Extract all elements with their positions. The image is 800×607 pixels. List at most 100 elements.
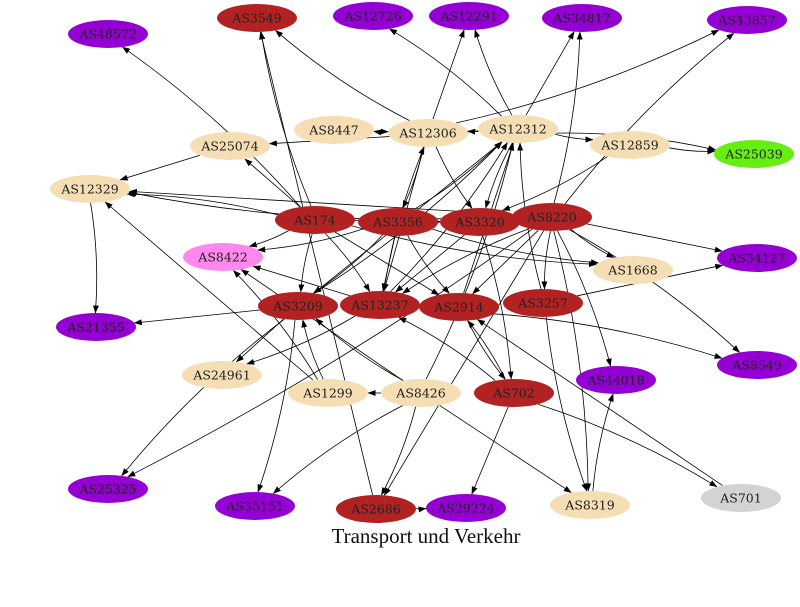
edge-AS8220-AS3257	[541, 230, 551, 290]
edge-AS174-AS2914	[334, 231, 440, 296]
edge-AS3356-AS3209	[312, 234, 383, 294]
node-as12859[interactable]: AS12859	[590, 131, 670, 159]
node-as8319[interactable]: AS8319	[550, 491, 630, 519]
edge-AS12329-AS21355	[90, 202, 99, 314]
node-label: AS44018	[586, 373, 644, 388]
node-as29224[interactable]: AS29224	[426, 494, 506, 522]
node-shape	[714, 140, 794, 168]
node-shape	[182, 361, 262, 389]
node-as48572[interactable]: AS48572	[68, 20, 148, 48]
edge-AS174-AS3549	[259, 31, 312, 207]
edge-AS3209-AS35151	[257, 319, 296, 493]
node-as8426[interactable]: AS8426	[381, 379, 461, 407]
node-as2686[interactable]: AS2686	[336, 495, 416, 523]
edge-AS13237-AS24961	[246, 315, 356, 365]
edge-AS12859-AS25039	[669, 147, 716, 155]
node-as34817[interactable]: AS34817	[542, 4, 622, 32]
node-as12329[interactable]: AS12329	[50, 175, 130, 203]
node-label: AS21355	[66, 320, 124, 335]
node-shape	[358, 208, 438, 236]
node-label: AS3356	[372, 215, 422, 230]
node-as8549[interactable]: AS8549	[717, 351, 797, 379]
node-shape	[336, 495, 416, 523]
node-label: AS25325	[78, 482, 136, 497]
node-as8422[interactable]: AS8422	[183, 243, 263, 271]
edge-AS8319-AS44018	[592, 393, 614, 492]
node-label: AS1299	[302, 386, 352, 401]
node-as1299[interactable]: AS1299	[288, 379, 368, 407]
node-as12726[interactable]: AS12726	[333, 2, 413, 30]
node-shape	[388, 119, 468, 147]
node-label: AS3549	[231, 11, 281, 26]
node-as25039[interactable]: AS25039	[714, 140, 794, 168]
node-label: AS8447	[308, 123, 358, 138]
node-as3356[interactable]: AS3356	[358, 208, 438, 236]
node-as21355[interactable]: AS21355	[56, 313, 136, 341]
edge-AS25074-AS12329	[119, 154, 201, 181]
node-shape	[512, 203, 592, 231]
edge-AS3209-AS25325	[121, 318, 285, 477]
edge-AS174-AS8422	[248, 230, 289, 248]
edge-AS8426-AS8319	[439, 405, 572, 493]
node-label: AS34817	[552, 11, 610, 26]
node-shape	[590, 131, 670, 159]
edge-AS8426-AS2686	[381, 406, 416, 496]
node-as43857[interactable]: AS43857	[707, 6, 787, 34]
node-as701[interactable]: AS701	[701, 484, 781, 512]
node-as12306[interactable]: AS12306	[388, 119, 468, 147]
node-shape	[381, 379, 461, 407]
node-as3320[interactable]: AS3320	[440, 208, 520, 236]
node-as3549[interactable]: AS3549	[217, 4, 297, 32]
edge-AS8220-AS34127	[586, 223, 723, 253]
node-as8220[interactable]: AS8220	[512, 203, 592, 231]
node-as13237[interactable]: AS13237	[340, 291, 420, 319]
edge-AS8220-AS25325	[127, 228, 533, 478]
edge-AS8426-AS3209	[315, 318, 404, 381]
node-as25074[interactable]: AS25074	[190, 132, 270, 160]
node-shape	[275, 206, 355, 234]
node-label: AS8426	[395, 386, 445, 401]
node-shape	[340, 291, 420, 319]
node-as24961[interactable]: AS24961	[182, 361, 262, 389]
node-label: AS701	[719, 491, 761, 506]
edge-AS3320-AS13237	[395, 234, 465, 293]
edge-AS702-AS13237	[398, 317, 496, 381]
node-shape	[68, 20, 148, 48]
node-as8447[interactable]: AS8447	[294, 116, 374, 144]
node-as12291[interactable]: AS12291	[429, 2, 509, 30]
edge-AS702-AS29224	[471, 406, 509, 495]
edge-AS8426-AS12312	[425, 142, 515, 380]
node-shape	[190, 132, 270, 160]
node-as34127[interactable]: AS34127	[717, 244, 797, 272]
node-shape	[717, 244, 797, 272]
node-as35151[interactable]: AS35151	[215, 492, 295, 520]
node-label: AS24961	[192, 368, 250, 383]
edge-AS3320-AS702	[482, 235, 514, 380]
node-shape	[542, 4, 622, 32]
node-as25325[interactable]: AS25325	[68, 475, 148, 503]
edge-AS12306-AS3549	[275, 30, 410, 121]
node-as3257[interactable]: AS3257	[503, 289, 583, 317]
node-label: AS2686	[350, 502, 400, 517]
node-as1668[interactable]: AS1668	[593, 256, 673, 284]
node-shape	[333, 2, 413, 30]
node-as702[interactable]: AS702	[474, 379, 554, 407]
node-label: AS3257	[517, 296, 567, 311]
node-label: AS13237	[350, 298, 408, 313]
edge-AS8220-AS1668	[570, 228, 615, 259]
node-label: AS12726	[343, 9, 401, 24]
node-shape	[419, 293, 499, 321]
node-as12312[interactable]: AS12312	[478, 115, 558, 143]
edge-AS8220-AS13237	[402, 228, 530, 294]
node-shape	[478, 115, 558, 143]
node-as44018[interactable]: AS44018	[576, 366, 656, 394]
edge-AS174-AS12329	[126, 191, 278, 216]
node-label: AS12312	[488, 122, 546, 137]
node-as3209[interactable]: AS3209	[258, 292, 338, 320]
edge-AS8220-AS2914	[472, 229, 539, 295]
node-as2914[interactable]: AS2914	[419, 293, 499, 321]
edge-AS12312-AS34817	[525, 31, 575, 116]
node-as174[interactable]: AS174	[275, 206, 355, 234]
edge-AS12306-AS3320	[435, 146, 473, 209]
edge-AS3257-AS8319	[545, 316, 588, 492]
